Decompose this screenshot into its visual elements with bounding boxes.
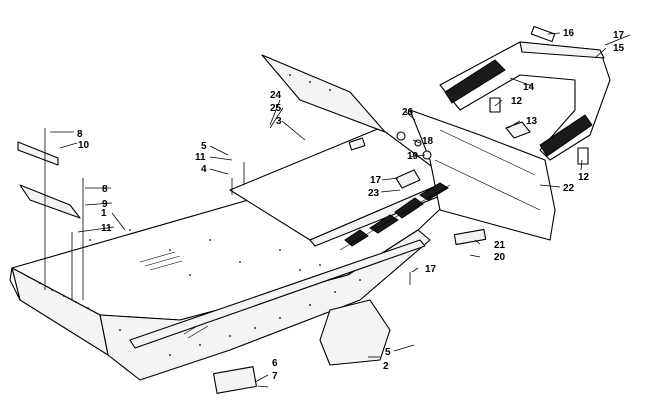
callout-8b: 8	[102, 184, 108, 195]
callout-25: 25	[270, 103, 282, 114]
deck-panel-part	[229, 127, 456, 247]
front-strap-part	[17, 141, 59, 166]
callout-10: 10	[78, 140, 90, 151]
callout-17c: 17	[425, 264, 437, 275]
callout-20: 20	[494, 252, 506, 263]
leader-lines	[50, 32, 631, 388]
callout-11b: 11	[101, 223, 112, 234]
callout-21: 21	[494, 240, 506, 251]
side-rail-part	[129, 239, 426, 349]
callout-24: 24	[270, 90, 282, 101]
callout-5b: 5	[385, 347, 391, 358]
callout-5a: 5	[201, 141, 207, 152]
callout-11a: 11	[195, 152, 206, 163]
callout-13: 13	[526, 116, 538, 127]
callout-17a: 17	[613, 30, 625, 41]
callout-23: 23	[368, 188, 380, 199]
reinforcement-plate-part	[213, 366, 257, 394]
callout-26: 26	[402, 107, 414, 118]
snow-flap-part	[261, 54, 386, 133]
callout-7: 7	[272, 371, 278, 382]
rear-deflector-part	[409, 109, 556, 241]
callout-6: 6	[272, 358, 278, 369]
callout-18: 18	[422, 136, 434, 147]
callout-15: 15	[613, 43, 625, 54]
callout-2: 2	[383, 361, 389, 372]
callout-19: 19	[407, 151, 419, 162]
callout-8a: 8	[77, 129, 83, 140]
callout-12b: 12	[578, 172, 590, 183]
rail-plate-part	[453, 228, 487, 246]
mounting-bracket-part	[319, 299, 391, 366]
callout-labels: 1 2 3 4 5 5 6 7 8 8 9 10 11 11 12 12 13 …	[77, 28, 625, 382]
callout-14: 14	[523, 82, 535, 93]
callout-16: 16	[563, 28, 575, 39]
heat-exchanger-part	[339, 182, 451, 251]
callout-17b: 17	[370, 175, 382, 186]
callout-9: 9	[102, 199, 108, 210]
callout-4: 4	[201, 164, 207, 175]
front-bracket-part	[19, 184, 81, 219]
tunnel-part	[9, 139, 456, 381]
callout-22: 22	[563, 183, 575, 194]
callout-12a: 12	[511, 96, 523, 107]
callout-1: 1	[101, 208, 107, 219]
rear-bumper-part	[439, 25, 611, 161]
callout-3: 3	[276, 116, 282, 127]
